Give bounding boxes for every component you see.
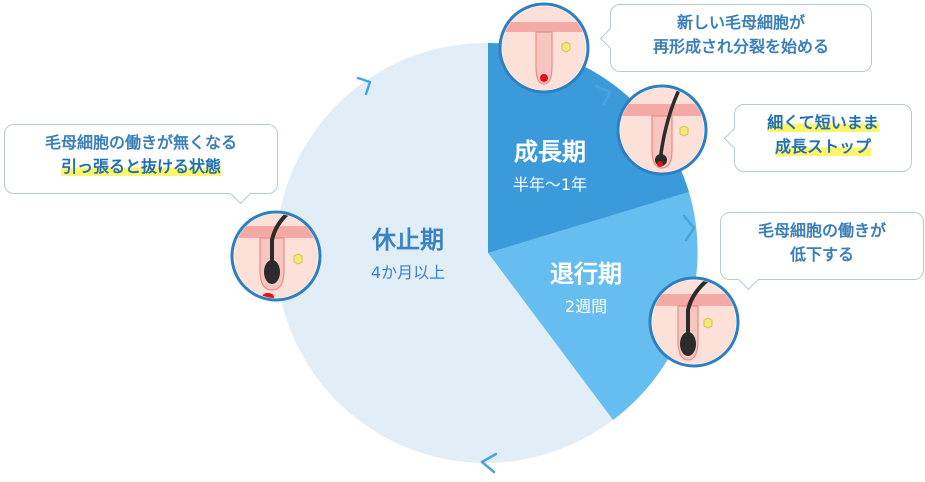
cycle-arrow-icon [356, 76, 372, 96]
regression-phase-title: 退行期 [550, 260, 622, 288]
rest-phase-duration: 4か月以上 [371, 263, 445, 282]
cycle-arrow-icon [682, 214, 696, 242]
growth-phase-duration: 半年〜1年 [513, 175, 587, 194]
cycle-arrow-icon [594, 84, 612, 106]
callout-rest-state: 毛母細胞の働きが無くなる 引っ張ると抜ける状態 [4, 124, 278, 205]
regression-phase-duration: 2週間 [565, 297, 607, 316]
cycle-arrow-icon [480, 452, 498, 474]
growth-phase-title: 成長期 [514, 138, 586, 166]
hair-follicle-icon [498, 2, 590, 94]
callout-cell-decline-line2: 低下する [789, 245, 854, 264]
regression-phase-segment [488, 192, 698, 420]
rest-phase-title: 休止期 [371, 226, 444, 254]
callout-growth-stop-line2: 成長ストップ [774, 137, 871, 156]
rest-phase-segment-fill [275, 42, 613, 463]
callout-new-cells-line2: 再形成され分裂を始める [652, 37, 829, 56]
callout-growth-stop: 細くて短いまま 成長ストップ [723, 104, 912, 172]
callout-rest-state-line1: 毛母細胞の働きが無くなる [44, 133, 237, 152]
callout-new-cells: 新しい毛母細胞が 再形成され分裂を始める [599, 4, 872, 72]
hair-follicle-icon [648, 276, 740, 368]
callout-cell-decline: 毛母細胞の働きが 低下する [720, 212, 924, 291]
hair-follicle-icon [616, 84, 708, 176]
callout-new-cells-line1: 新しい毛母細胞が [676, 13, 805, 32]
callout-cell-decline-line1: 毛母細胞の働きが [757, 221, 886, 240]
hair-follicle-icon [230, 210, 322, 302]
callout-rest-state-line2: 引っ張ると抜ける状態 [60, 157, 221, 176]
growth-phase-segment [488, 42, 689, 253]
callout-growth-stop-line1: 細くて短いまま [767, 113, 879, 132]
